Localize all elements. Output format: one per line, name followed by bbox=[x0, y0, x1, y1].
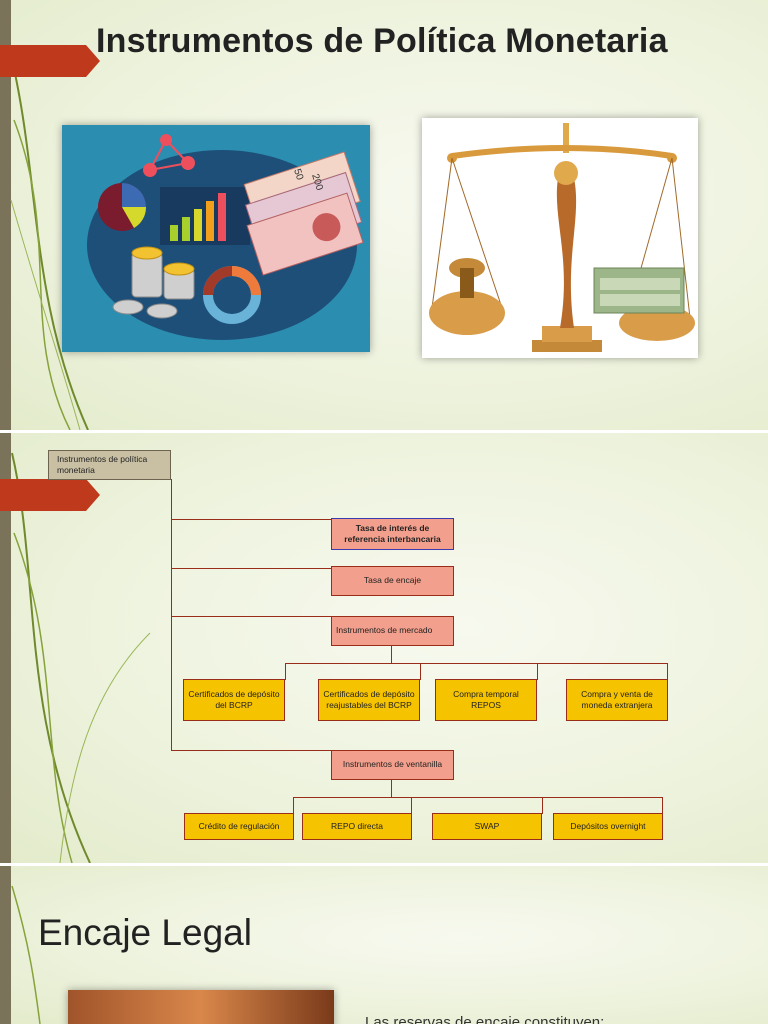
section-title: Encaje Legal bbox=[38, 912, 252, 954]
balance-scale-photo bbox=[422, 118, 698, 358]
mercado-item-label: Compra y venta de moneda extranjera bbox=[571, 689, 663, 711]
tasa-interes-label: Tasa de interés de referencia interbanca… bbox=[336, 523, 449, 545]
ventanilla-item-label: SWAP bbox=[475, 821, 500, 832]
slide-stripe bbox=[0, 866, 11, 1024]
tasa-encaje-label: Tasa de encaje bbox=[364, 575, 421, 586]
mercado-item-4: Compra y venta de moneda extranjera bbox=[566, 679, 668, 721]
mercado-item-1: Certificados de depósito del BCRP bbox=[183, 679, 285, 721]
page-title: Instrumentos de Política Monetaria bbox=[96, 22, 668, 61]
ventanilla-item-label: Depósitos overnight bbox=[570, 821, 645, 832]
ventanilla-item-3: SWAP bbox=[432, 813, 542, 840]
slide-arrow bbox=[0, 479, 100, 511]
finance-illustration: 50 200 bbox=[62, 125, 370, 352]
ventanilla-item-4: Depósitos overnight bbox=[553, 813, 663, 840]
root-box: Instrumentos de política monetaria bbox=[48, 450, 171, 480]
ventanilla-item-2: REPO directa bbox=[302, 813, 412, 840]
title-arrow bbox=[0, 45, 100, 77]
slide-3: Encaje Legal Las reservas de encaje cons… bbox=[0, 866, 768, 1024]
root-label: Instrumentos de política monetaria bbox=[57, 454, 162, 476]
ventanilla-label: Instrumentos de ventanilla bbox=[343, 759, 442, 770]
tasa-encaje-box: Tasa de encaje bbox=[331, 566, 454, 596]
ventanilla-item-label: REPO directa bbox=[331, 821, 383, 832]
slide-1: Instrumentos de Política Monetaria bbox=[0, 0, 768, 430]
ventanilla-item-1: Crédito de regulación bbox=[184, 813, 294, 840]
mercado-item-label: Compra temporal REPOS bbox=[440, 689, 532, 711]
mercado-item-3: Compra temporal REPOS bbox=[435, 679, 537, 721]
vault-photo bbox=[68, 990, 334, 1024]
mercado-box: Instrumentos de mercado bbox=[331, 616, 454, 646]
mercado-item-label: Certificados de depósito reajustables de… bbox=[323, 689, 415, 711]
ventanilla-item-label: Crédito de regulación bbox=[199, 821, 280, 832]
mercado-item-2: Certificados de depósito reajustables de… bbox=[318, 679, 420, 721]
ventanilla-box: Instrumentos de ventanilla bbox=[331, 750, 454, 780]
mercado-item-label: Certificados de depósito del BCRP bbox=[188, 689, 280, 711]
mercado-label: Instrumentos de mercado bbox=[336, 625, 432, 636]
body-text: Las reservas de encaje constituyen: bbox=[365, 1014, 604, 1024]
tasa-interes-box: Tasa de interés de referencia interbanca… bbox=[331, 518, 454, 550]
slide-2: Instrumentos de política monetaria Tasa … bbox=[0, 433, 768, 863]
